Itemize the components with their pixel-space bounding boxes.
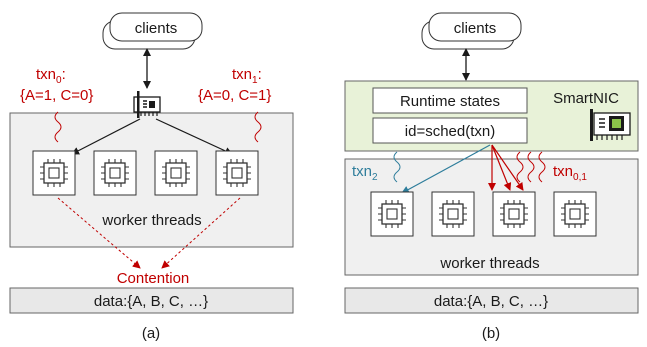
caption-b: (b) (482, 325, 500, 342)
data-store-label-b: data:{A, B, C, …} (434, 293, 548, 310)
txn01-wave-1 (516, 151, 524, 183)
smartnic-label: SmartNIC (553, 90, 619, 107)
clients-stack-a: clients (102, 12, 203, 50)
sched-arrow-red-2 (491, 144, 512, 191)
data-store-label-a: data:{A, B, C, …} (94, 293, 208, 310)
cpu-icon (93, 150, 137, 196)
sched-arrow-red-3 (491, 144, 524, 191)
smartnic-icon (590, 109, 631, 141)
caption-a: (a) (142, 325, 160, 342)
txn0-values: {A=1, C=0} (20, 87, 93, 104)
cpu-icon (492, 191, 536, 237)
panel-a: clients txn0: {A=1, C=0} txn1: {A=0, C=1… (9, 12, 294, 342)
txn0-label: txn0: {A=1, C=0} (20, 66, 93, 104)
txn1-label: txn1: {A=0, C=1} (198, 66, 271, 104)
data-store-b (344, 287, 639, 314)
sched-box (372, 117, 528, 144)
cpu-icon (553, 191, 597, 237)
txn0-wave (54, 111, 62, 143)
clients-label-a: clients (135, 20, 178, 37)
sched-label: id=sched(txn) (405, 123, 495, 140)
data-store-a (9, 287, 294, 314)
txn2-wave (393, 151, 401, 183)
dispatch-arrow-a-1 (71, 118, 141, 155)
txn01-wave-2 (527, 151, 535, 183)
clients-label-b: clients (454, 20, 497, 37)
cpu-icon (32, 150, 76, 196)
workers-label-b: worker threads (439, 255, 539, 272)
cpu-icon (154, 150, 198, 196)
cpu-icon (431, 191, 475, 237)
txn01-label: txn0,1 (553, 163, 587, 183)
workers-label-a: worker threads (101, 212, 201, 229)
txn1-values: {A=0, C=1} (198, 87, 271, 104)
runtime-states-label: Runtime states (400, 93, 500, 110)
clients-stack-b: clients (421, 12, 522, 50)
dispatch-arrow-a-2 (155, 118, 233, 155)
svg-text:txn0:: txn0: (36, 66, 66, 86)
svg-text:txn1:: txn1: (232, 66, 262, 86)
txn1-wave (254, 111, 262, 143)
cpu-icon (215, 150, 259, 196)
panel-b: clients Runtime states id=sched(txn) Sma… (344, 12, 639, 342)
contention-arrow-2 (161, 197, 241, 269)
cpu-icon (370, 191, 414, 237)
runtime-states-box (372, 87, 528, 114)
contention-label: Contention (117, 270, 190, 287)
txn01-wave-3 (538, 151, 546, 183)
sched-arrow-txn2 (401, 144, 491, 194)
txn2-label: txn2 (352, 163, 378, 183)
